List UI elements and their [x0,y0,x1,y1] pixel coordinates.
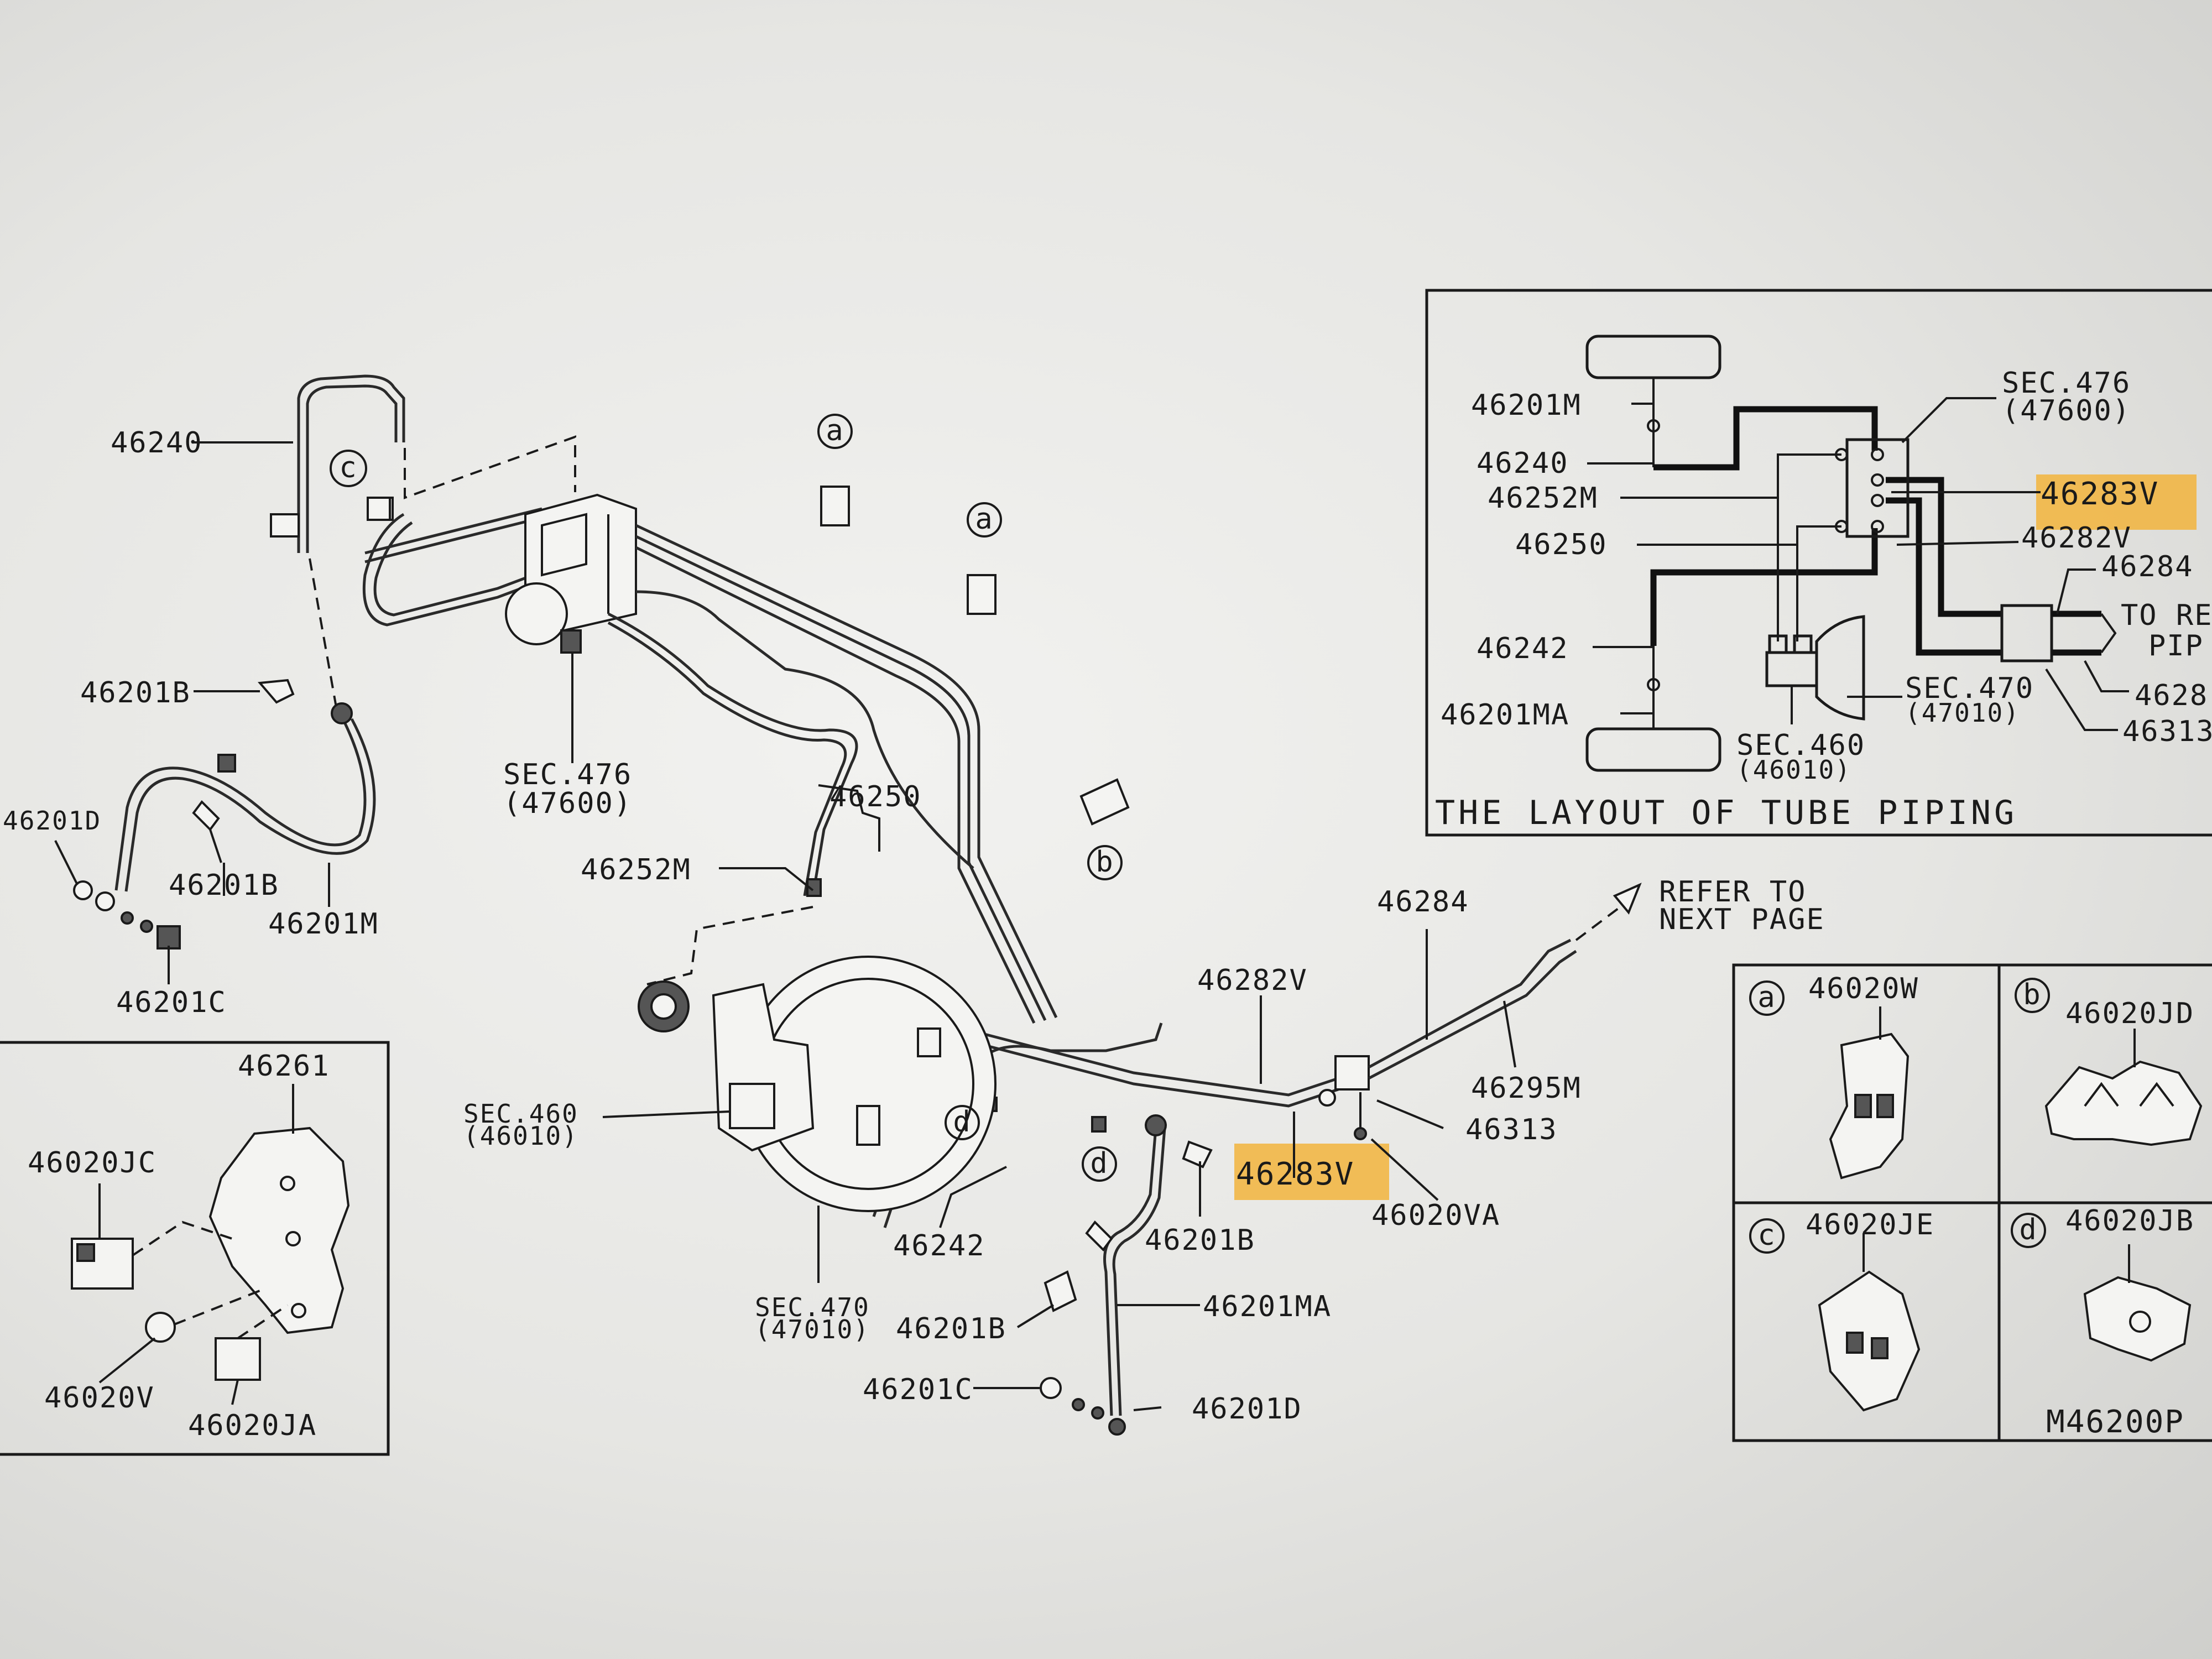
inset-label-sec460-code: (46010) [1736,755,1851,785]
leader-lines [719,784,1516,1228]
label-46201B-a: 46201B [80,676,191,709]
inset-label-46240: 46240 [1477,447,1569,480]
inset-label-piping: PIP [2148,629,2204,662]
label-46201C-b: 46201C [863,1373,973,1406]
inset-title: THE LAYOUT OF TUBE PIPING [1435,794,2017,832]
front-left-assembly [54,374,576,984]
inset-label-sec476-code: (47600) [2002,394,2131,427]
parts-label-46020JE: 46020JE [1806,1208,1934,1241]
label-46313: 46313 [1465,1113,1558,1146]
brake-booster [602,906,997,1283]
label-46201C-a: 46201C [116,986,227,1019]
label-next-page: NEXT PAGE [1659,903,1825,936]
parts-letter-c: c [1757,1219,1776,1252]
front-right-hose [973,1114,1213,1436]
inset-label-sec460: SEC.460 [1736,729,1865,762]
callout-b-1: b [1095,846,1114,879]
inset-tube-layout [1425,289,2212,837]
inset-label-46242: 46242 [1477,632,1569,665]
callout-d-2: d [1090,1147,1108,1180]
inset-label-46282V: 46282V [2021,521,2132,555]
label-sec470-code: (47010) [755,1314,870,1344]
label-46020JA: 46020JA [188,1409,317,1442]
label-46284: 46284 [1377,885,1469,919]
callout-d-1: d [953,1105,971,1139]
label-sec460-code: (46010) [463,1121,578,1151]
label-46240: 46240 [111,426,203,460]
parts-letter-d: d [2019,1213,2037,1246]
label-46201MA: 46201MA [1203,1290,1332,1323]
label-sec476-code: (47600) [503,787,632,820]
parts-letter-b: b [2023,978,2041,1011]
callout-a-2: a [975,503,993,536]
inset-label-sec476: SEC.476 [2002,367,2131,400]
inset-label-46250: 46250 [1515,528,1608,561]
label-46252M: 46252M [581,853,691,886]
inset-label-46284: 46284 [2101,550,2194,583]
label-46201B-d: 46201B [896,1312,1006,1345]
inset-parts-grid [1732,963,2212,1442]
label-46201B-b: 46201B [169,869,279,902]
parts-label-46020JD: 46020JD [2065,997,2194,1030]
parts-label-46020W: 46020W [1808,972,1919,1005]
label-46201B-c: 46201B [1145,1224,1255,1257]
inset-label-to-rear: TO RE [2121,599,2212,632]
parts-letter-a: a [1757,981,1776,1014]
label-46020JC: 46020JC [28,1146,156,1180]
highlight-46283V-main [1234,1144,1389,1200]
label-46020VA: 46020VA [1371,1199,1500,1232]
highlight-46283V-inset [2036,474,2197,530]
callout-a-1: a [826,414,844,447]
inset-label-46252M: 46252M [1488,482,1598,515]
label-46020V: 46020V [44,1381,155,1415]
label-46250: 46250 [830,780,922,813]
main-labels: 46240 46201B 46201D 46201B 46201M 46201C… [3,426,1825,1426]
label-46282V: 46282V [1197,964,1308,997]
inset-label-46201MA: 46201MA [1441,698,1569,732]
inset-label-46283V: 46283V [2041,476,2159,512]
label-refer-to: REFER TO [1659,875,1806,909]
callout-c-1: c [339,451,357,484]
inset-bracket [0,1041,390,1456]
inset-label-4628: 4628 [2135,679,2208,712]
label-46201M: 46201M [268,907,379,941]
label-46201D-b: 46201D [1192,1392,1302,1426]
inset-label-sec470: SEC.470 [1905,672,2034,705]
parts-label-46020JB: 46020JB [2065,1204,2194,1238]
label-46201D-a: 46201D [3,806,101,836]
label-sec460: SEC.460 [463,1099,578,1129]
callout-letters [817,414,1123,1182]
inset-label-sec470-code: (47010) [1905,698,2020,728]
label-46242: 46242 [893,1229,985,1262]
abs-actuator-unit [505,486,1642,1228]
label-46295M: 46295M [1471,1072,1582,1105]
label-sec470: SEC.470 [755,1292,870,1322]
inset-label-46313: 46313 [2122,715,2212,748]
label-46261: 46261 [238,1050,330,1083]
label-46283V: 46283V [1236,1156,1354,1192]
inset-label-46201M: 46201M [1471,389,1582,422]
label-sec476: SEC.476 [503,758,632,791]
reference-code: M46200P [2046,1404,2184,1440]
inset-tube-layout-labels: THE LAYOUT OF TUBE PIPING 46201M 46240 4… [1435,367,2212,832]
